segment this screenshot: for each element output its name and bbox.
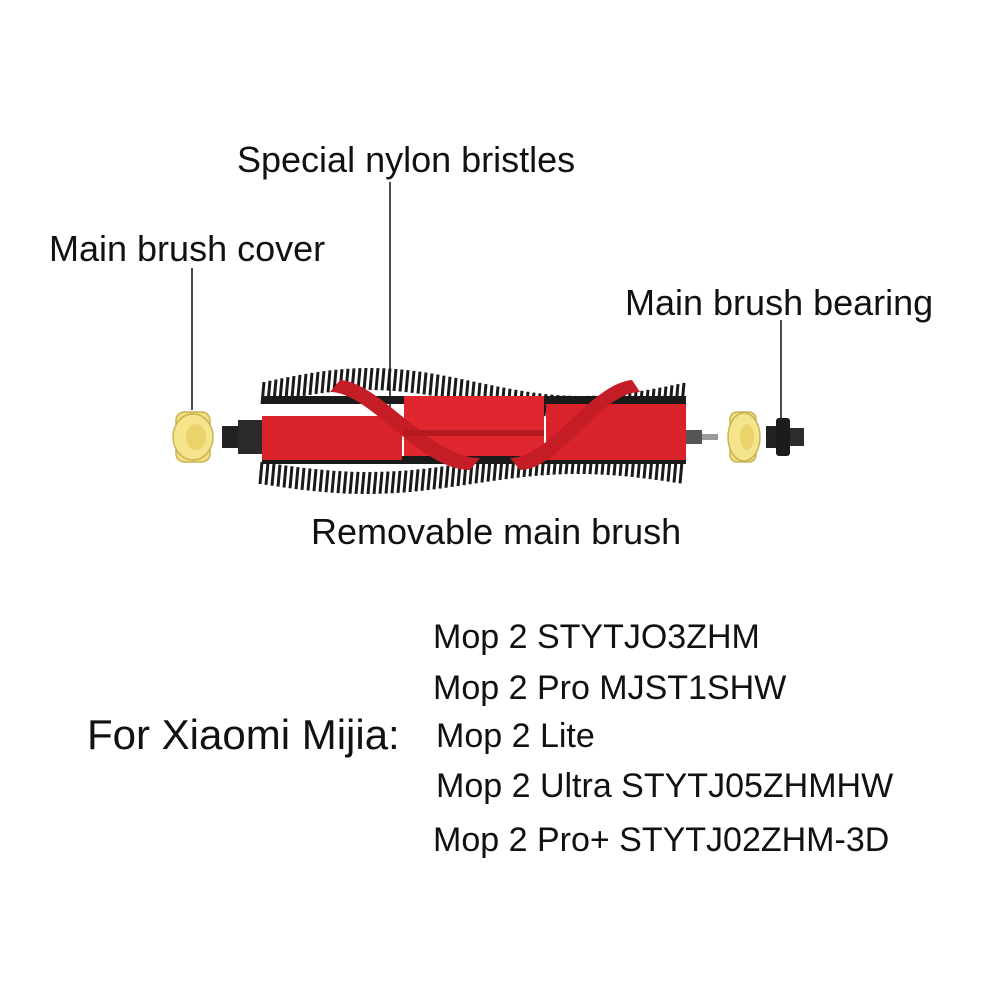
bristle-tuft	[426, 467, 432, 491]
left-shaft-end	[222, 420, 262, 454]
bristle-tuft	[320, 370, 326, 394]
bristle-tuft	[444, 465, 450, 488]
bristle-tuft	[450, 464, 456, 488]
main-brush-bearing	[766, 418, 804, 456]
bristle-tuft	[276, 464, 282, 487]
compatibility-heading: For Xiaomi Mijia:	[87, 711, 400, 758]
bristle-tuft	[360, 471, 366, 495]
label-main-brush-cover: Main brush cover	[49, 228, 326, 269]
bristle-tuft	[312, 469, 318, 492]
bristle-tuft	[386, 368, 392, 391]
bristle-tuft	[348, 471, 354, 494]
model-item: Mop 2 Pro+ STYTJ02ZHM-3D	[433, 821, 890, 859]
bristle-tuft	[366, 471, 372, 495]
bristle-tuft	[396, 470, 402, 494]
bristle-tuft	[678, 461, 684, 484]
bristle-tuft	[326, 370, 332, 393]
bristle-tuft	[308, 372, 314, 395]
bristle-tuft	[480, 460, 486, 483]
bristle-tuft	[306, 468, 312, 491]
label-special-nylon-bristles: Special nylon bristles	[237, 139, 576, 180]
bristle-tuft	[398, 369, 404, 392]
model-item: Mop 2 Pro MJST1SHW	[433, 669, 787, 707]
bristle-tuft	[378, 471, 384, 494]
bristle-tuft	[288, 466, 294, 489]
bristle-tuft	[300, 467, 306, 490]
brush-body	[262, 380, 686, 470]
bristle-tuft	[290, 375, 296, 399]
bristle-tuft	[284, 376, 290, 400]
bristle-tuft	[404, 370, 410, 393]
bristle-tuft	[314, 371, 320, 395]
bristle-tuft	[390, 471, 396, 494]
bristle-tuft	[296, 374, 302, 398]
bristle-tuft	[672, 460, 678, 483]
model-item: Mop 2 Ultra STYTJ05ZHMHW	[436, 767, 894, 805]
bristle-tuft	[354, 471, 360, 495]
bristle-tuft	[474, 461, 480, 484]
bristle-tuft	[434, 374, 440, 397]
bristle-tuft	[428, 373, 434, 396]
bristle-tuft	[374, 367, 380, 391]
bristle-tuft	[420, 468, 426, 491]
model-item: Mop 2 STYTJO3ZHM	[433, 618, 760, 656]
model-item: Mop 2 Lite	[436, 717, 595, 755]
bristle-tuft	[362, 367, 368, 391]
bristle-tuft	[372, 471, 378, 495]
bristle-tuft	[336, 471, 342, 494]
bristle-tuft	[408, 469, 414, 493]
bristle-tuft	[440, 375, 446, 398]
bristle-tuft	[330, 470, 336, 493]
bristle-tuft	[324, 470, 330, 493]
bristle-tuft	[294, 466, 300, 490]
bristle-tuft	[392, 368, 398, 392]
bristle-tuft	[446, 376, 452, 399]
right-axle	[686, 430, 718, 444]
bristle-tuft	[410, 370, 416, 394]
bristle-tuft	[302, 373, 308, 396]
label-main-brush-bearing: Main brush bearing	[625, 282, 934, 323]
bristle-tuft	[318, 469, 324, 492]
bristle-tuft	[402, 470, 408, 493]
bristle-tuft	[438, 466, 444, 489]
main-brush-cover	[172, 411, 214, 463]
label-removable-main-brush: Removable main brush	[311, 511, 682, 552]
bristle-tuft	[416, 371, 422, 394]
bristle-tuft	[384, 471, 390, 494]
bristle-tuft	[432, 467, 438, 490]
bristle-tuft	[282, 465, 288, 488]
bristle-tuft	[414, 469, 420, 492]
right-brush-cover	[727, 411, 761, 463]
bristle-tuft	[368, 367, 374, 391]
bristle-tuft	[380, 368, 386, 391]
bristle-tuft	[342, 471, 348, 494]
bristle-tuft	[258, 461, 264, 485]
bristle-tuft	[270, 463, 276, 486]
bristle-tuft	[422, 372, 428, 395]
bristle-tuft	[264, 462, 270, 486]
